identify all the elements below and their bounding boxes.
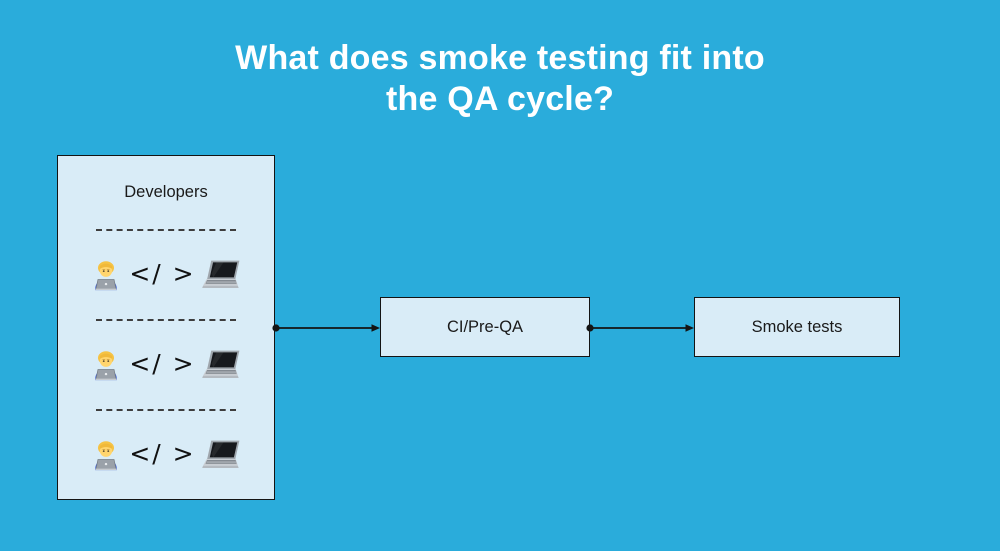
laptop-icon [201,440,243,470]
dashed-divider [96,319,236,321]
code-brackets-text: </ > [129,438,196,468]
node-ci-pre-qa: CI/Pre-QA [380,297,590,357]
node-ci-pre-qa-label: CI/Pre-QA [446,317,524,336]
technologist-icon [89,258,123,292]
developer-row: </ > [89,258,242,292]
developers-label: Developers [124,183,208,201]
developer-row: </ > [89,438,242,472]
page-title-line-2: the QA cycle? [385,80,615,118]
laptop-icon [201,260,243,290]
technologist-icon [89,438,123,472]
arrow-ci-to-smoke-tests [584,321,696,333]
page-title-line-1: What does smoke testing fit into [235,39,765,77]
dashed-divider [96,229,236,231]
code-brackets-text: </ > [129,348,196,378]
laptop-icon [201,350,243,380]
developer-row: </ > [89,348,242,382]
dashed-divider [96,409,236,411]
developers-box: Developers </ > [57,155,275,500]
technologist-icon [89,348,123,382]
page-title: What does smoke testing fit into the QA … [0,38,1000,120]
node-smoke-tests: Smoke tests [694,297,900,357]
code-brackets-text: </ > [129,258,196,288]
node-smoke-tests-label: Smoke tests [751,317,843,336]
arrow-developers-to-ci [270,321,382,333]
